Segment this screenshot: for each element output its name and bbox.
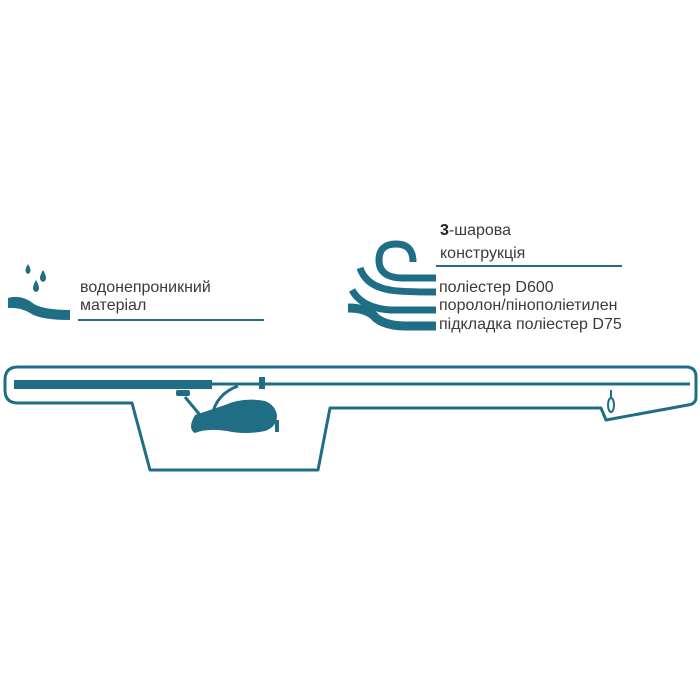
water-drops-icon xyxy=(8,264,70,320)
layers-title-rest: -шарова xyxy=(448,222,511,239)
layer-middle: поролон/пінополіетилен xyxy=(439,297,618,314)
waterproof-label-line2: матеріал xyxy=(80,297,147,314)
rod-case-icon xyxy=(3,365,698,472)
layers-icon xyxy=(347,240,437,331)
layer-outer: поліестер D600 xyxy=(439,279,554,296)
waterproof-label-line1: водонепроникний xyxy=(80,279,211,296)
layers-title: 3-шарова xyxy=(440,222,511,240)
layer-inner: підкладка поліестер D75 xyxy=(439,316,622,333)
layers-title-line2: конструкція xyxy=(440,245,526,262)
layers-count: 3 xyxy=(440,222,449,239)
